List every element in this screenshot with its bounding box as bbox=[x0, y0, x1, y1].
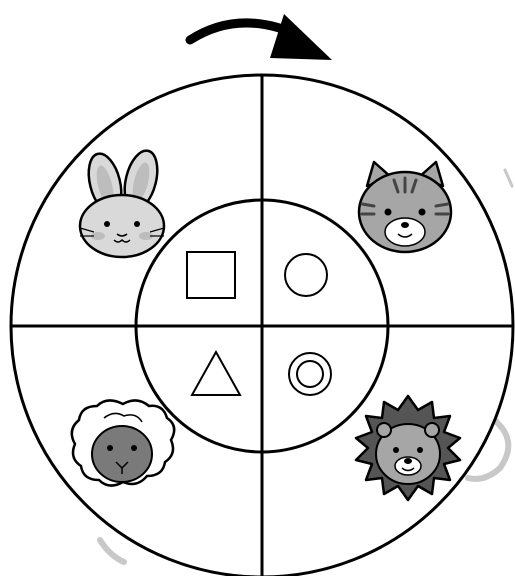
background-arc-bottom bbox=[100, 540, 124, 562]
sheep-icon bbox=[72, 400, 174, 485]
tiger-icon bbox=[359, 162, 451, 252]
circle-icon bbox=[285, 254, 327, 296]
rotation-arrow-icon bbox=[190, 14, 332, 60]
square-icon bbox=[187, 252, 235, 298]
double-circle-icon bbox=[289, 353, 331, 395]
background-mark-right bbox=[505, 170, 512, 186]
